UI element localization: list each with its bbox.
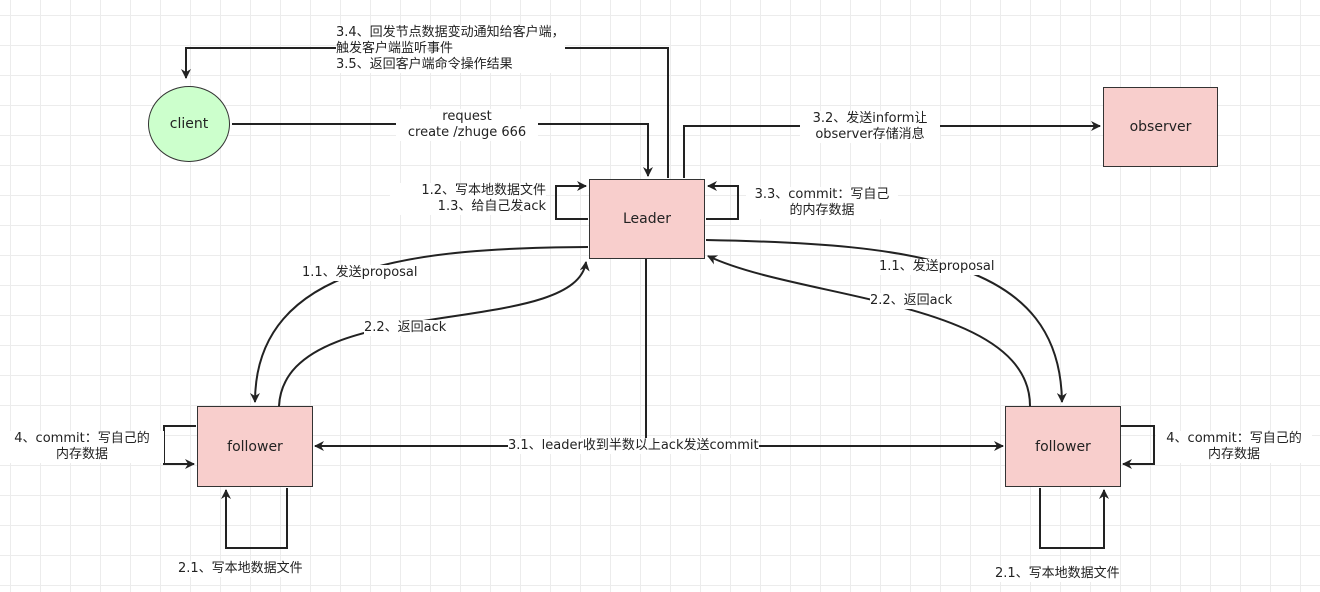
follower-left-label: follower [227, 438, 283, 455]
leader-label: Leader [622, 211, 671, 227]
notify-label: 3.4、回发节点数据变动通知给客户端， 触发客户端监听事件 3.5、返回客户端命… [336, 25, 565, 73]
leader-self-write-line-2: 1.3、给自己发ack [437, 199, 546, 214]
follower-left-commit-line-2: 内存数据 [55, 447, 108, 462]
leader-commit-line-1: 3.3、commit：写自己 [754, 187, 890, 202]
edge-ack-left [278, 261, 590, 407]
follower-right-commit-line-1: 4、commit：写自己的 [1166, 431, 1302, 446]
leader-commit-line-2: 的内存数据 [789, 203, 855, 218]
follower-left-node[interactable]: follower [197, 406, 313, 487]
observer-node[interactable]: observer [1103, 87, 1218, 167]
client-node[interactable]: client [148, 86, 230, 162]
edge-follower-left-commit [163, 425, 196, 469]
notify-line-2: 触发客户端监听事件 [336, 41, 454, 56]
inform-line-1: 3.2、发送inform让 [812, 111, 928, 126]
edge-leader-self-write [555, 181, 588, 220]
follower-left-write-label: 2.1、写本地数据文件 [178, 561, 303, 577]
follower-right-commit-line-2: 内存数据 [1207, 447, 1260, 462]
leader-self-write-label: 1.2、写本地数据文件 1.3、给自己发ack [390, 183, 546, 215]
proposal-right-label: 1.1、发送proposal [879, 259, 995, 275]
follower-right-commit-label: 4、commit：写自己的 内存数据 [1156, 431, 1312, 463]
edge-follower-right-write [1039, 488, 1109, 549]
follower-right-label: follower [1035, 438, 1091, 455]
leader-node[interactable]: Leader [589, 179, 705, 259]
ack-left-label: 2.2、返回ack [364, 320, 447, 336]
notify-line-3: 3.5、返回客户端命令操作结果 [336, 57, 513, 72]
request-label: request create /zhuge 666 [396, 109, 538, 141]
follower-left-commit-line-1: 4、commit：写自己的 [14, 431, 150, 446]
client-label: client [169, 116, 209, 132]
follower-right-node[interactable]: follower [1005, 406, 1121, 487]
follower-right-write-label: 2.1、写本地数据文件 [995, 566, 1120, 582]
edge-request [232, 123, 653, 177]
follower-left-commit-label: 4、commit：写自己的 内存数据 [0, 431, 164, 463]
leader-self-write-line-1: 1.2、写本地数据文件 [421, 183, 546, 198]
commit-broadcast-label: 3.1、leader收到半数以上ack发送commit [508, 438, 759, 454]
edge-leader-commit [706, 181, 739, 220]
request-line-2: create /zhuge 666 [407, 125, 527, 140]
leader-commit-label: 3.3、commit：写自己 的内存数据 [746, 187, 898, 219]
observer-label: observer [1129, 119, 1192, 135]
edge-follower-right-commit [1121, 425, 1155, 469]
edge-follower-left-write [221, 488, 288, 549]
inform-label: 3.2、发送inform让 observer存储消息 [800, 111, 940, 143]
proposal-left-label: 1.1、发送proposal [302, 265, 418, 281]
edge-inform [683, 121, 1101, 178]
inform-line-2: observer存储消息 [815, 127, 925, 142]
request-line-1: request [442, 109, 492, 124]
notify-line-1: 3.4、回发节点数据变动通知给客户端， [336, 25, 565, 40]
ack-right-label: 2.2、返回ack [870, 293, 953, 309]
